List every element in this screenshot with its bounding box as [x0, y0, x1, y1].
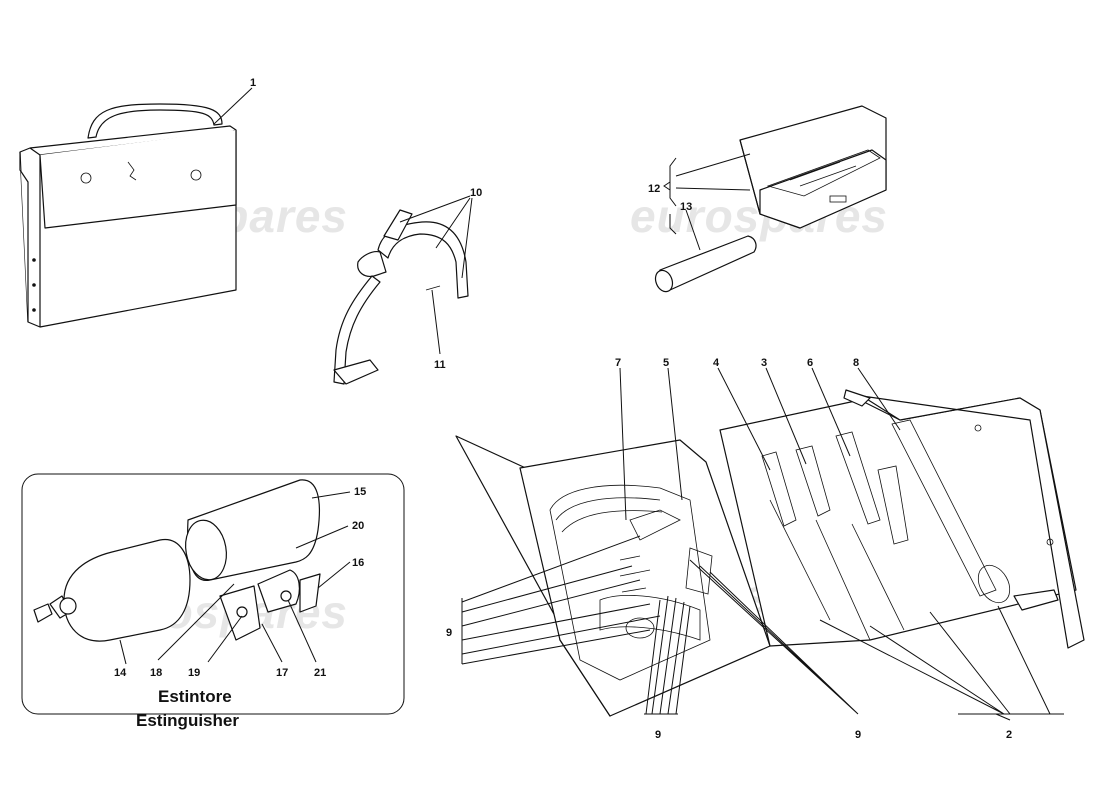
tool-roll-part: 7 5 4 3 6 8 9 9 9 2 [446, 357, 1085, 741]
callout-14: 14 [114, 667, 127, 679]
bracket-strap-part: 10 11 [333, 187, 482, 385]
callout-5: 5 [663, 357, 669, 369]
extinguisher-caption-it: Estintore [158, 687, 232, 706]
callout-3: 3 [761, 357, 767, 369]
callout-13: 13 [680, 201, 692, 213]
callout-1: 1 [250, 77, 256, 89]
callout-18: 18 [150, 667, 162, 679]
callout-11: 11 [434, 359, 446, 371]
callout-6: 6 [807, 357, 813, 369]
callout-19: 19 [188, 667, 200, 679]
callout-2: 2 [1006, 729, 1012, 741]
callout-8: 8 [853, 357, 859, 369]
callout-20: 20 [352, 520, 364, 532]
callout-9: 9 [446, 627, 452, 639]
callout-9: 9 [855, 729, 861, 741]
callout-15: 15 [354, 486, 366, 498]
flashlight-part: 13 [654, 201, 757, 293]
callout-10: 10 [470, 187, 482, 199]
callout-7: 7 [615, 357, 621, 369]
callout-16: 16 [352, 557, 364, 569]
callout-4: 4 [713, 357, 720, 369]
callout-21: 21 [314, 667, 326, 679]
callout-17: 17 [276, 667, 288, 679]
tool-bag-part: 1 [19, 77, 256, 328]
tool-case-part: 12 [648, 105, 887, 229]
extinguisher-caption-en: Estinguisher [136, 711, 239, 730]
extinguisher-inset: 15 20 16 14 18 19 17 21 Estintore Esting… [21, 473, 405, 730]
callout-9: 9 [655, 729, 661, 741]
callout-12: 12 [648, 183, 660, 195]
